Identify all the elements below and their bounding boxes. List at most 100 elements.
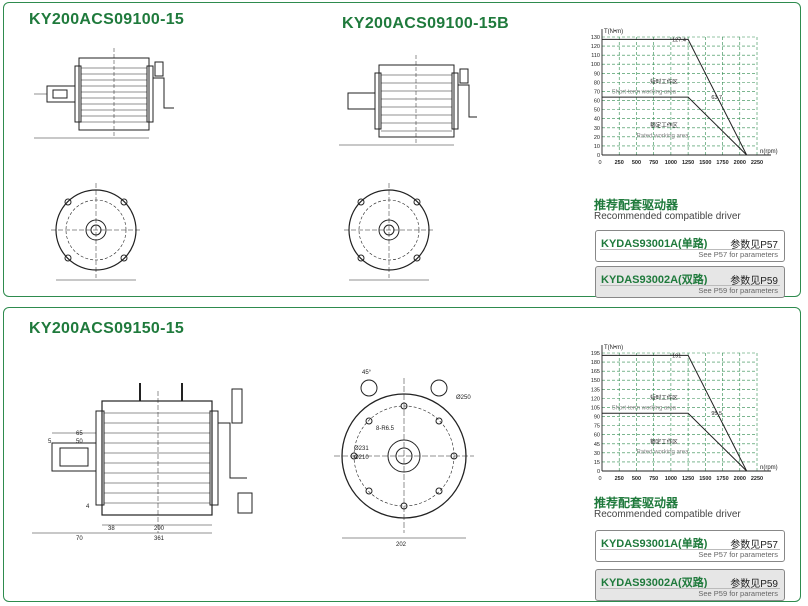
driver-name: KYDAS93001A(单路) [601,238,708,250]
driver-ref-en: See P57 for parameters [698,250,778,259]
y-tick-label: 50 [594,108,600,114]
y-tick-label: 0 [597,469,600,475]
driver-item-1[interactable]: KYDAS93001A(单路) 参数见P57 See P57 for param… [595,530,785,562]
y-tick-label: 60 [594,99,600,105]
x-tick-label: 1000 [665,160,677,166]
motor-front-view-a [51,183,141,281]
divider [600,549,780,550]
y-tick-label: 195 [591,351,600,357]
y-tick-label: 130 [591,35,600,41]
driver-ref: 参数见P57 [730,540,778,551]
y-tick-label: 165 [591,369,600,375]
divider [600,285,780,286]
y-tick-label: 0 [597,153,600,159]
dim-250: Ø250 [456,395,471,401]
knee-label: 95.5 [711,411,722,417]
motor-side-view-large [32,383,253,534]
divider [600,588,780,589]
x-tick-label: 2250 [751,160,763,166]
y-tick-label: 80 [594,80,600,86]
model-title-b: KY200ACS09100-15B [342,15,509,32]
driver-subtitle: Recommended compatible driver [594,211,741,222]
model-title-a: KY200ACS09100-15 [29,11,185,28]
driver-ref-en: See P59 for parameters [698,286,778,295]
dim-38: 38 [108,526,115,532]
driver-ref-en: See P57 for parameters [698,550,778,559]
series-line [602,38,748,156]
driver-name: KYDAS93001A(单路) [601,538,708,550]
rated-area-cn: 额定工作区 [650,121,678,129]
x-tick-label: 1500 [699,160,711,166]
y-tick-label: 75 [594,424,600,430]
dim-4: 4 [86,504,90,510]
y-tick-label: 120 [591,396,600,402]
y-tick-label: 120 [591,44,600,50]
driver-item-2[interactable]: KYDAS93002A(双路) 参数见P59 See P59 for param… [595,266,785,298]
dim-angle: 45° [362,370,372,376]
short-area-cn: 短时工作区 [650,393,678,401]
x-tick-label: 1000 [665,476,677,482]
driver-ref: 参数见P59 [730,276,778,287]
motor-side-view-b [339,55,477,146]
dim-290: 290 [154,526,165,532]
peak-label: 127.4 [672,37,686,43]
x-tick-label: 0 [598,160,601,166]
x-tick-label: 750 [649,160,658,166]
driver-ref: 参数见P57 [730,240,778,251]
dim-361: 361 [154,536,165,542]
short-area-cn: 短时工作区 [650,77,678,85]
dim-65: 65 [76,431,83,437]
y-tick-label: 100 [591,62,600,68]
y-tick-label: 60 [594,433,600,439]
y-tick-label: 180 [591,360,600,366]
x-tick-label: 1750 [716,476,728,482]
dim-231: Ø231 [354,446,369,452]
motor-front-view-large [334,378,474,539]
y-axis-label: T(N•m) [604,29,623,35]
y-tick-label: 40 [594,117,600,123]
motor-front-view-b [344,183,434,281]
short-area-en: Short-term working area [612,406,677,412]
driver-name: KYDAS93002A(双路) [601,274,708,286]
y-tick-label: 90 [594,415,600,421]
divider [600,249,780,250]
x-tick-label: 1750 [716,160,728,166]
motor-panel-1: KY200ACS09100-15 KY200ACS09100-15B [3,2,801,298]
driver-ref: 参数见P59 [730,579,778,590]
x-tick-label: 2000 [734,476,746,482]
series-line [602,354,748,472]
dim-210: Ø210 [354,455,369,461]
x-tick-label: 1250 [682,476,694,482]
driver-item-2[interactable]: KYDAS93002A(双路) 参数见P59 See P59 for param… [595,569,785,601]
x-axis-label: n(rpm) [760,465,778,471]
peak-label: 191 [672,353,681,359]
driver-ref-en: See P59 for parameters [698,589,778,598]
x-tick-label: 250 [615,476,624,482]
y-tick-label: 15 [594,460,600,466]
y-tick-label: 90 [594,71,600,77]
x-tick-label: 2000 [734,160,746,166]
x-axis-label: n(rpm) [760,149,778,155]
dim-5: 5 [48,439,52,445]
y-tick-label: 30 [594,451,600,457]
driver-item-1[interactable]: KYDAS93001A(单路) 参数见P57 See P57 for param… [595,230,785,262]
y-tick-label: 105 [591,405,600,411]
motor-panel-2: KY200ACS09150-15 65 50 5 4 38 290 70 361 [3,307,801,602]
x-tick-label: 250 [615,160,624,166]
driver-title: 推荐配套驱动器 [594,496,679,510]
x-tick-label: 500 [632,476,641,482]
y-tick-label: 10 [594,144,600,150]
x-tick-label: 1250 [682,160,694,166]
y-tick-label: 110 [591,53,600,59]
y-tick-label: 70 [594,89,600,95]
y-tick-label: 20 [594,135,600,141]
x-tick-label: 2250 [751,476,763,482]
dim-50: 50 [76,439,83,445]
y-axis-label: T(N•m) [604,345,623,351]
driver-name: KYDAS93002A(双路) [601,577,708,589]
y-tick-label: 135 [591,387,600,393]
series-line [602,96,748,156]
driver-subtitle: Recommended compatible driver [594,509,741,520]
